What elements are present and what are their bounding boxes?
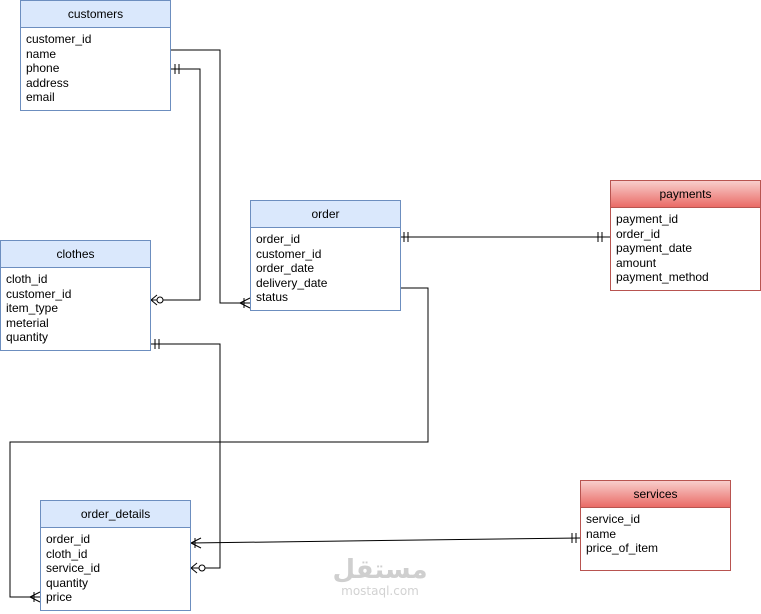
field-customer-id: customer_id [256, 246, 322, 261]
field-payment-date: payment_date [616, 241, 693, 256]
field-customer-id: customer_id [26, 32, 92, 46]
watermark-latin: mostaql.com [341, 584, 419, 598]
field-price-of-item: price_of_item [586, 541, 659, 556]
entity-customers[interactable]: customers customer_id name phone address… [20, 0, 171, 111]
rel-order-order-details [9, 287, 429, 603]
field-order-id: order_id [46, 532, 91, 546]
entity-title: services [581, 481, 730, 508]
field-cloth-id: cloth_id [6, 272, 48, 286]
field-address: address [26, 75, 69, 90]
field-customer-id: customer_id [6, 286, 72, 301]
field-order-id: order_id [256, 232, 301, 246]
entity-title: payments [611, 181, 760, 208]
rel-clothes-order-details [151, 339, 221, 574]
field-service-id: service_id [586, 512, 641, 526]
field-order-id: order_id [616, 226, 661, 241]
field-meterial: meterial [6, 315, 49, 330]
field-payment-method: payment_method [616, 270, 709, 285]
field-quantity: quantity [46, 575, 89, 590]
entity-services[interactable]: services service_id name price_of_item [580, 480, 731, 571]
field-phone: phone [26, 61, 60, 76]
field-name: name [26, 46, 57, 61]
entity-order[interactable]: order order_id customer_id order_date de… [250, 200, 401, 311]
field-price: price [46, 590, 73, 605]
rel-order-payments [401, 232, 610, 242]
rel-customers-order [171, 49, 251, 309]
entity-payments[interactable]: payments payment_id order_id payment_dat… [610, 180, 761, 291]
rel-customers-clothes [150, 64, 201, 306]
field-service-id: service_id [46, 561, 101, 576]
entity-title: customers [21, 1, 170, 28]
entity-clothes[interactable]: clothes cloth_id customer_id item_type m… [0, 240, 151, 351]
entity-title: order [251, 201, 400, 228]
entity-title: clothes [1, 241, 150, 268]
field-amount: amount [616, 255, 657, 270]
field-order-date: order_date [256, 261, 315, 276]
field-payment-id: payment_id [616, 212, 679, 226]
watermark-arabic: مستقل [332, 555, 428, 585]
field-cloth-id: cloth_id [46, 546, 88, 561]
field-status: status [256, 290, 289, 305]
mostaql-watermark: مستقل mostaql.com [330, 556, 430, 598]
field-email: email [26, 90, 55, 105]
field-delivery-date: delivery_date [256, 275, 328, 290]
rel-services-order-details [190, 533, 581, 549]
field-item-type: item_type [6, 301, 59, 316]
entity-order-details[interactable]: order_details order_id cloth_id service_… [40, 500, 191, 611]
field-quantity: quantity [6, 330, 49, 345]
entity-title: order_details [41, 501, 190, 528]
field-name: name [586, 526, 617, 541]
